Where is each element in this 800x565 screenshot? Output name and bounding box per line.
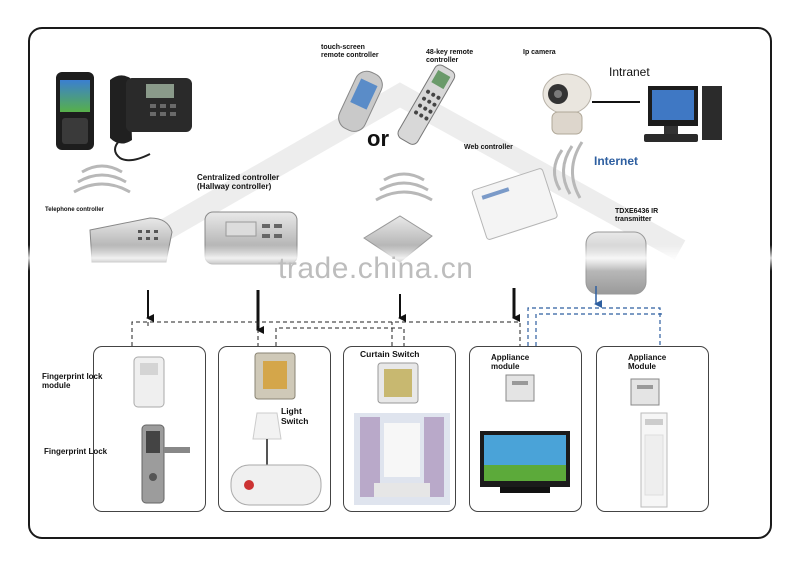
or-label: or <box>367 126 389 151</box>
television-icon <box>480 431 570 493</box>
fingerprint-lock-module-label: Fingerprint lock module <box>42 372 103 391</box>
curtain-switch-label: Curtain Switch <box>360 349 420 359</box>
appliance-module-label-2: Appliance Module <box>628 353 667 372</box>
key-remote-icon <box>397 64 456 145</box>
desk-telephone-icon <box>110 75 192 162</box>
light-switch-card <box>218 346 331 512</box>
curtain-switch-icon <box>377 362 419 404</box>
desktop-computer-icon <box>644 86 722 142</box>
signal-arrows <box>146 288 520 334</box>
appliance-module-icon <box>630 378 660 406</box>
watermark-band <box>20 245 780 271</box>
watermark-text: trade.china.cn <box>278 252 474 285</box>
web-controller-icon <box>471 168 558 240</box>
appliance-module-icon <box>505 374 535 402</box>
appliance-module-card-2 <box>596 346 709 512</box>
intranet-label: Intranet <box>609 65 650 79</box>
internet-label: Internet <box>594 154 639 168</box>
wireless-waves-icon <box>553 141 584 199</box>
web-controller-label: Web controller <box>464 144 513 151</box>
light-switch-label: Light Switch <box>281 406 309 426</box>
curtain-room-icon <box>354 413 450 505</box>
touch-screen-label: touch-screen remote controller <box>321 44 379 60</box>
ir-transmitter-label: TDXE6436 IR transmitter <box>615 208 659 224</box>
fingerprint-lock-icon <box>141 424 190 504</box>
ip-camera-icon <box>542 73 592 135</box>
key-remote-label: 48-key remote controller <box>426 49 474 65</box>
appliance-module-label: Appliance module <box>491 353 530 372</box>
light-switch-icon <box>254 352 296 400</box>
air-conditioner-icon <box>640 412 668 508</box>
wireless-waves-icon <box>73 164 131 194</box>
fingerprint-module-icon <box>133 356 165 408</box>
appliance-module-card <box>469 346 582 512</box>
centralized-controller-label: Centralized controller (Hallway controll… <box>197 173 280 192</box>
touch-screen-remote-icon <box>338 70 383 132</box>
wireless-waves-icon <box>375 172 433 202</box>
fingerprint-lock-label: Fingerprint Lock <box>44 447 108 456</box>
ir-dashed-link <box>527 307 664 346</box>
house-watermark <box>124 82 686 260</box>
water-heater-icon <box>230 464 322 506</box>
ip-camera-label: Ip camera <box>523 49 556 56</box>
telephone-controller-label: Telephone controller <box>45 207 104 213</box>
dashed-bus-network <box>131 321 521 346</box>
fingerprint-lock-card <box>93 346 206 512</box>
lamp-icon <box>252 412 282 465</box>
curtain-switch-card <box>343 346 456 512</box>
mobile-phone-icon <box>56 72 94 150</box>
